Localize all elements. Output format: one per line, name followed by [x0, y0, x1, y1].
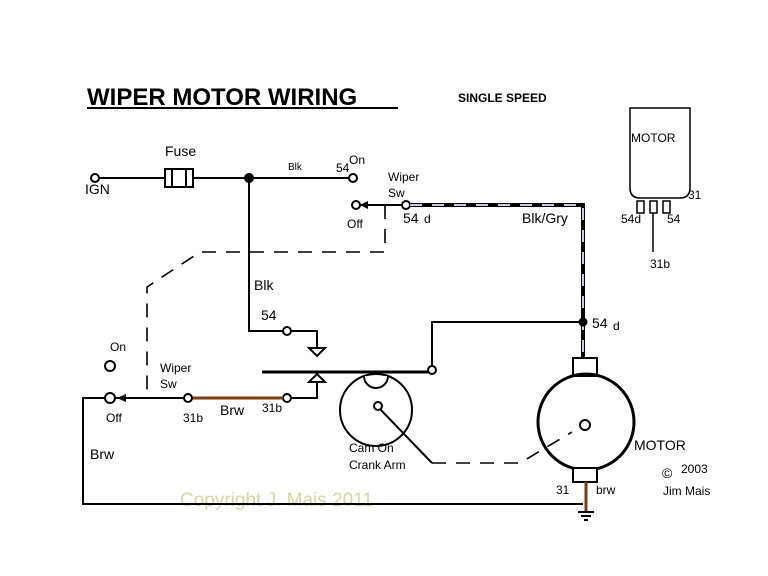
switch-54-label: 54 [336, 161, 350, 175]
blk-gry-stripe [410, 204, 584, 360]
motor-54d-label: 54 [592, 315, 608, 331]
diagram-title: WIPER MOTOR WIRING [87, 84, 357, 111]
switch-left-31b-terminal [183, 393, 193, 403]
switch-54d-terminal [401, 200, 411, 210]
cam-on-label: Cam On [349, 441, 394, 455]
small-54d-label: 54d [621, 212, 641, 226]
crank-arm-label: Crank Arm [349, 458, 406, 472]
cam-notch [363, 375, 389, 389]
ign-label: IGN [85, 181, 110, 197]
brw-return-wire [82, 397, 583, 505]
park-contact-lower [291, 382, 318, 399]
copyright-year: 2003 [681, 462, 708, 476]
park-contact-upper [291, 330, 318, 348]
crank-arm-link [379, 408, 433, 464]
motor-bottom-terminal [572, 467, 598, 483]
switch-linkage [146, 205, 386, 398]
wiper-sw-left-label-2: Sw [160, 377, 177, 391]
small-31-label: 31 [688, 188, 702, 202]
t54-mid-label: 54 [261, 307, 277, 323]
crank-linkage [432, 431, 573, 464]
small-54-label: 54 [667, 212, 681, 226]
switch-off-terminal [351, 200, 361, 210]
motor-connector-detail: MOTOR 31 54d 54 31b [621, 107, 702, 271]
switch-off-label: Off [347, 217, 363, 231]
blk-mid-label: Blk [254, 277, 274, 293]
watermark: Copyright J. Mais 2011 [180, 490, 373, 511]
ground-icon [578, 511, 594, 521]
cam-feed-terminal [427, 365, 437, 375]
brw-mid-label: Brw [220, 402, 245, 418]
wiper-sw-left-label-1: Wiper [160, 361, 191, 375]
park-31b-terminal [282, 393, 292, 403]
switch-left-on-terminal [104, 360, 116, 372]
switch-54-terminal [348, 173, 358, 183]
switch-left-on-label: On [110, 340, 126, 354]
cam-pivot [373, 401, 383, 411]
motor-top-terminal [572, 357, 598, 377]
switch-left-31b-label: 31b [183, 411, 203, 425]
cam-disc [339, 373, 413, 447]
motor-label: MOTOR [634, 437, 686, 453]
motor-shaft [579, 419, 591, 431]
wiper-sw-top-label-1: Wiper [388, 170, 419, 184]
motor-54d-d: d [613, 319, 620, 333]
park-54-terminal [282, 326, 292, 336]
t31-bottom-label: 31 [556, 483, 570, 497]
switch-left-off-terminal [104, 392, 116, 404]
copyright-symbol: © [662, 465, 673, 481]
fuse-label: Fuse [165, 143, 196, 159]
switch-54d-label: 54 [403, 210, 419, 226]
motor-small-label: MOTOR [631, 131, 676, 145]
blk-wire-down [248, 178, 283, 332]
fuse-symbol [164, 168, 194, 188]
copyright-author: Jim Mais [663, 484, 710, 498]
t31b-mid-label: 31b [262, 401, 282, 415]
blk-gry-label: Blk/Gry [522, 210, 568, 226]
park-contact-upper-tip [306, 347, 328, 358]
brw-bottom-label: brw [596, 483, 616, 497]
diagram-subtitle: SINGLE SPEED [458, 91, 547, 105]
park-contact-lower-tip [306, 372, 328, 383]
switch-54d-d: d [424, 212, 431, 226]
brw-left-label: Brw [90, 446, 115, 462]
blk-top-label: Blk [288, 162, 303, 173]
small-31b-label: 31b [650, 257, 670, 271]
blk-gry-wire [410, 203, 585, 360]
cam-feed-wire [431, 321, 583, 366]
switch-on-label: On [349, 153, 365, 167]
wiper-sw-top-label-2: Sw [388, 186, 405, 200]
switch-left-off-label: Off [106, 411, 122, 425]
